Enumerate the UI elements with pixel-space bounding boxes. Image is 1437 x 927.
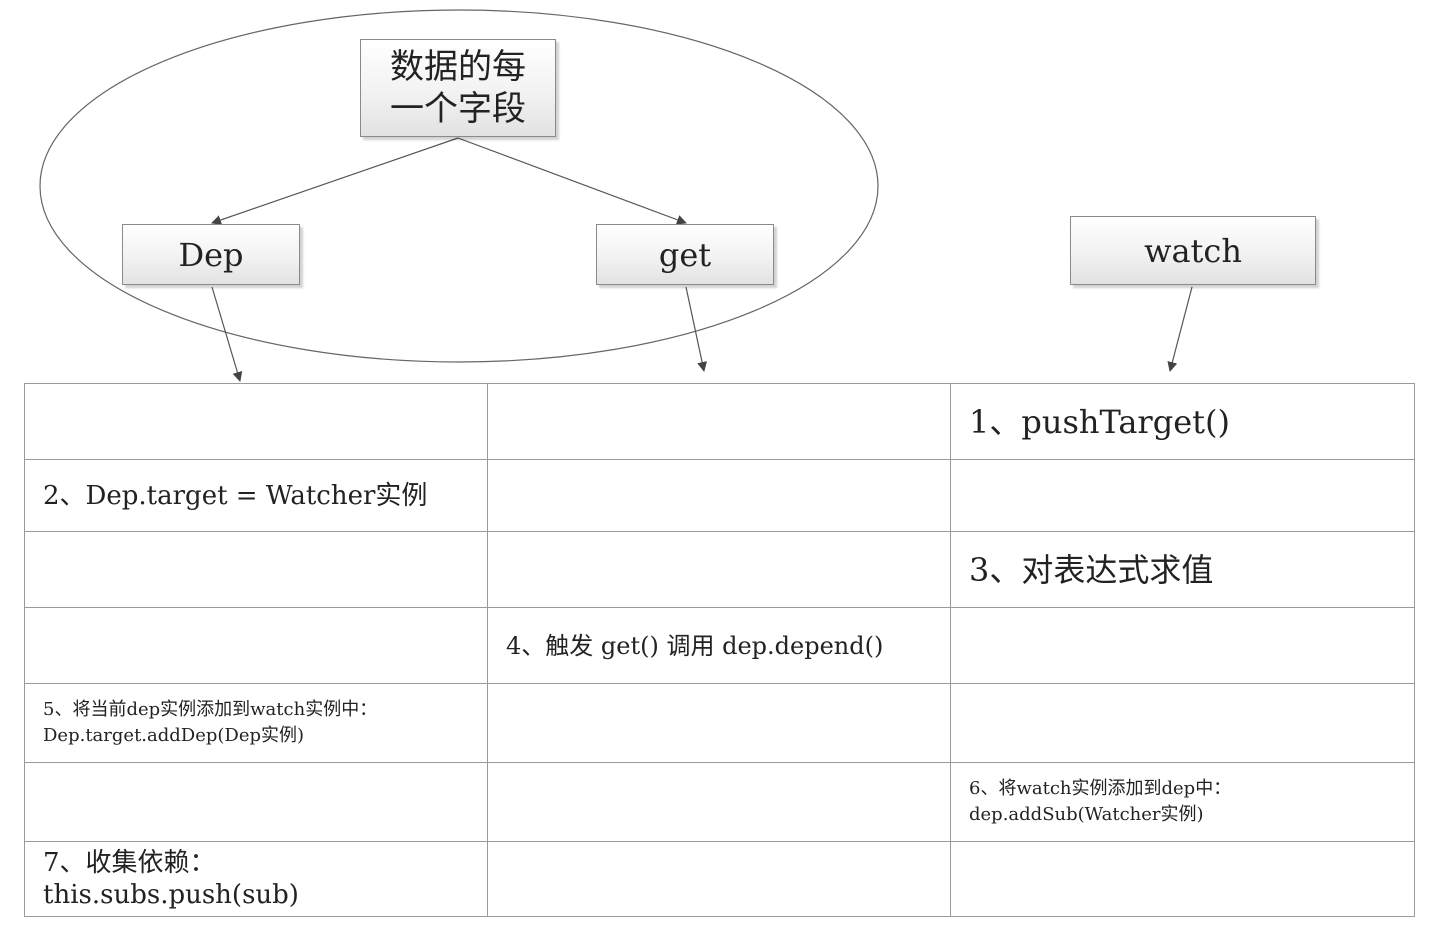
arrow-fields-to-get	[457, 137, 687, 225]
arrow-get-to-table	[685, 286, 708, 372]
table-row: 7、收集依赖： this.subs.push(sub)	[24, 841, 1415, 917]
step-1-cell: 1、pushTarget()	[950, 383, 1415, 460]
arrow-dep-to-table	[211, 286, 243, 382]
dep-node: Dep	[122, 224, 300, 285]
steps-table: 1、pushTarget() 2、Dep.target = Watcher实例 …	[24, 383, 1415, 917]
watch-column-cell	[950, 683, 1415, 763]
dep-node-label: Dep	[178, 235, 244, 274]
data-fields-node: 数据的每 一个字段	[360, 39, 556, 137]
get-node: get	[596, 224, 774, 285]
dep-column-cell	[24, 383, 488, 460]
get-column-cell	[487, 459, 951, 532]
data-fields-label-line2: 一个字段	[390, 89, 526, 129]
get-column-cell	[487, 841, 951, 917]
dep-column-cell	[24, 762, 488, 842]
dep-column-cell	[24, 607, 488, 684]
table-row: 5、将当前dep实例添加到watch实例中： Dep.target.addDep…	[24, 683, 1415, 763]
step-2-cell: 2、Dep.target = Watcher实例	[24, 459, 488, 532]
arrow-fields-to-dep	[211, 137, 459, 225]
watch-node-label: watch	[1144, 231, 1242, 270]
get-column-cell	[487, 683, 951, 763]
dep-column-cell	[24, 531, 488, 608]
watch-node: watch	[1070, 216, 1316, 285]
watch-column-cell	[950, 841, 1415, 917]
step-5-cell: 5、将当前dep实例添加到watch实例中： Dep.target.addDep…	[24, 683, 488, 763]
get-column-cell	[487, 762, 951, 842]
watch-column-cell	[950, 459, 1415, 532]
step-6-cell: 6、将watch实例添加到dep中： dep.addSub(Watcher实例)	[950, 762, 1415, 842]
get-column-cell	[487, 383, 951, 460]
step-3-cell: 3、对表达式求值	[950, 531, 1415, 608]
table-row: 6、将watch实例添加到dep中： dep.addSub(Watcher实例)	[24, 762, 1415, 842]
table-row: 3、对表达式求值	[24, 531, 1415, 608]
get-column-cell	[487, 531, 951, 608]
field-scope-ellipse	[39, 9, 879, 363]
get-node-label: get	[658, 235, 712, 274]
data-fields-label-line1: 数据的每	[390, 47, 526, 87]
watch-column-cell	[950, 607, 1415, 684]
table-row: 2、Dep.target = Watcher实例	[24, 459, 1415, 532]
table-row: 4、触发 get() 调用 dep.depend()	[24, 607, 1415, 684]
table-row: 1、pushTarget()	[24, 383, 1415, 460]
step-7-cell: 7、收集依赖： this.subs.push(sub)	[24, 841, 488, 917]
step-4-cell: 4、触发 get() 调用 dep.depend()	[487, 607, 951, 684]
arrow-watch-to-table	[1167, 286, 1193, 372]
